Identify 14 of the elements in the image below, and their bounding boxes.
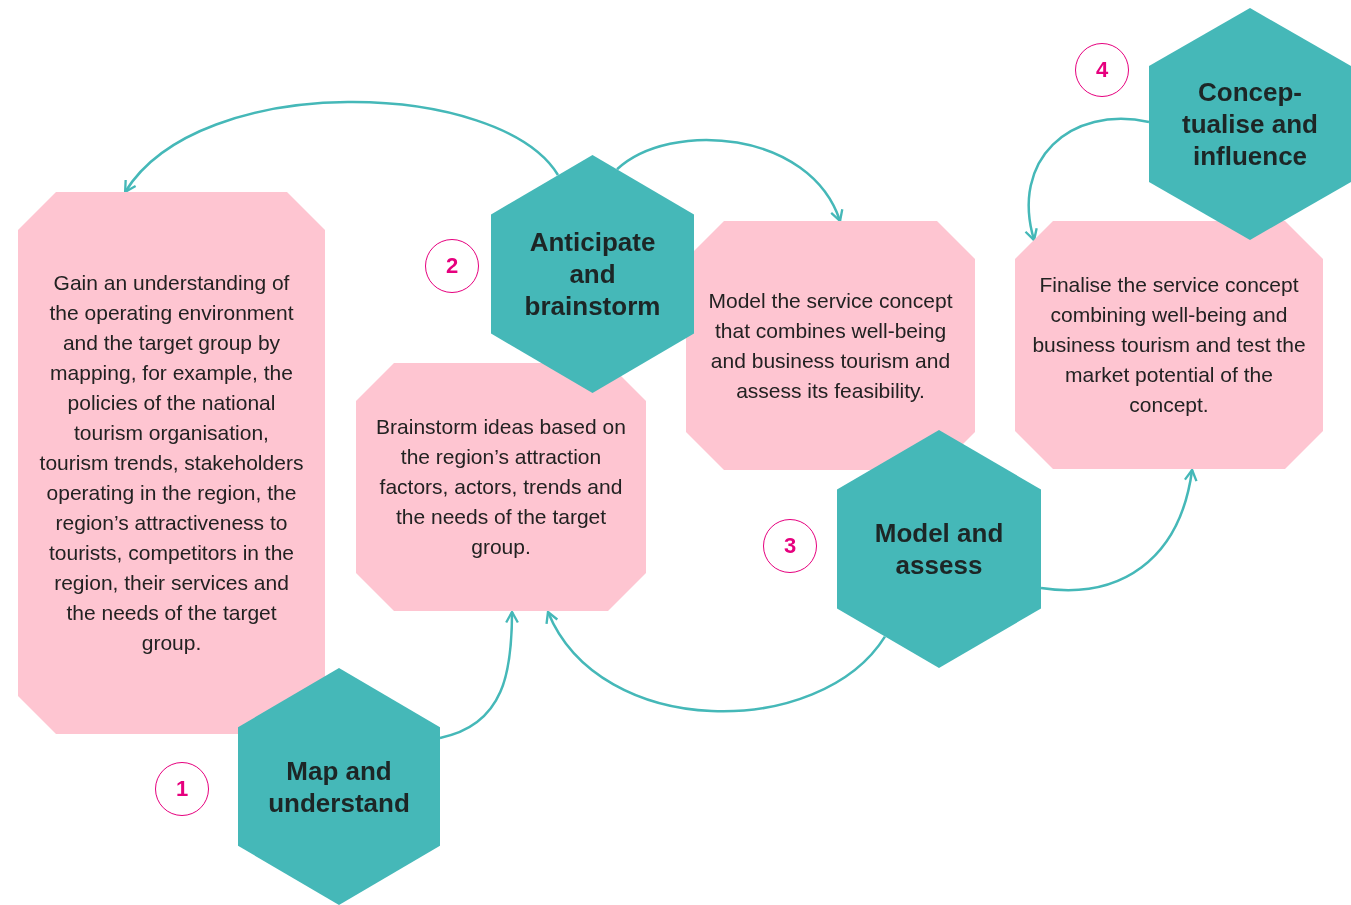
step-number-circle: 3: [763, 519, 817, 573]
curved-arrow: [124, 101, 559, 194]
step-number-circle: 4: [1075, 43, 1129, 97]
curved-arrow: [546, 610, 886, 713]
curved-arrow: [439, 610, 519, 740]
curved-arrow: [616, 138, 843, 223]
curved-arrow: [1024, 117, 1150, 242]
description-box: Gain an understanding of the operating environment and the target group by mapping, for example, the policies of the national tourism organisation, tourism trends, stakeholders operating in the region, the region’s attractiveness to tourists, competitors in the region, their services and the needs of the target group.: [18, 192, 325, 734]
step-number-circle: 1: [155, 762, 209, 816]
description-box: Model the service concept that combines well-being and business tourism and assess its feasibility.: [686, 221, 975, 470]
description-box: Brainstorm ideas based on the region’s attraction factors, actors, trends and the needs of the target group.: [356, 363, 646, 611]
description-box: Finalise the service concept combining well-being and business tourism and test the market potential of the concept.: [1015, 221, 1323, 469]
curved-arrow: [1040, 468, 1198, 592]
step-number-circle: 2: [425, 239, 479, 293]
